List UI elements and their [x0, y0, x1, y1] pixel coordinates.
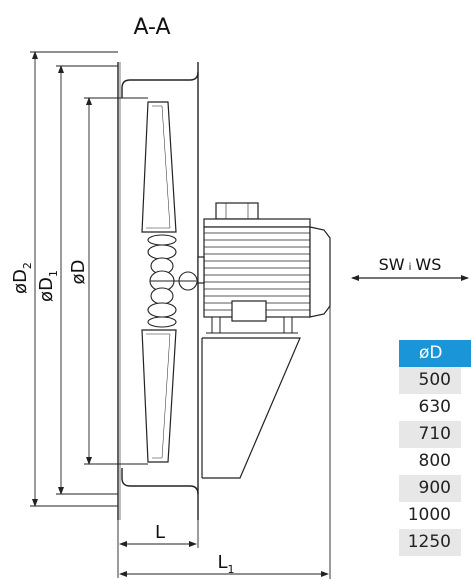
- table-row: 630: [399, 394, 461, 421]
- dimension-line-d1: [56, 65, 118, 495]
- motor-mount-bolts: [206, 316, 298, 334]
- dimension-line-d: [84, 97, 148, 465]
- fan-blade-upper: [141, 101, 177, 233]
- dimension-label-l: L: [155, 522, 165, 543]
- dimension-label-d2: øD2: [10, 262, 34, 294]
- table-row: 900: [399, 475, 461, 502]
- motor-cooling-fins: [204, 232, 310, 311]
- table-row: 1250: [399, 529, 461, 556]
- dimension-line-l: [117, 520, 199, 578]
- section-title: A-A: [133, 15, 170, 40]
- dimension-label-d1: øD1: [36, 270, 60, 302]
- dimension-line-l1: [119, 300, 331, 579]
- svg-text:øD2: øD2: [10, 262, 34, 294]
- motor-bracket: [201, 337, 301, 479]
- diameter-table: øD 500 630 710 800 900 1000 1250: [399, 340, 471, 556]
- motor: [197, 202, 331, 322]
- table-row: 1000: [399, 502, 461, 529]
- svg-text:øD1: øD1: [36, 270, 60, 302]
- dimension-label-l1: L1: [217, 552, 234, 576]
- diameter-table-header: øD: [399, 340, 471, 367]
- table-row: 800: [399, 448, 461, 475]
- fan-hub: [147, 234, 198, 328]
- table-row: 500: [399, 367, 461, 394]
- svg-text:øD: øD: [68, 260, 89, 285]
- dimension-label-d: øD: [68, 260, 89, 285]
- fan-housing: [117, 62, 199, 520]
- dimension-line-d2: [30, 51, 118, 507]
- fan-blade-lower: [141, 329, 177, 463]
- table-row: 710: [399, 421, 461, 448]
